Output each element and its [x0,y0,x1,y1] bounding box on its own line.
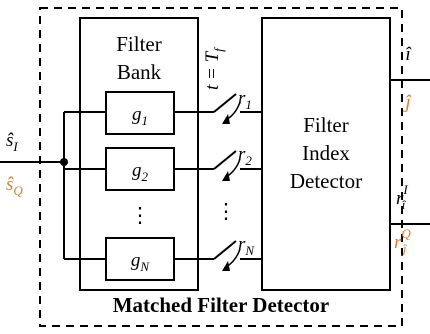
sample-time-label: t = Tf [202,46,226,90]
switch-2 [213,150,241,181]
filter-g2-label: g2 [132,160,149,184]
r1-label: r1 [238,88,252,112]
filter-ellipsis: ⋮ [130,203,151,227]
filter-index-detector-box [261,17,391,291]
output-i-hat: î [405,44,412,65]
switch-ellipsis: ⋮ [216,199,237,223]
switch-N [213,240,241,271]
detector-label-line3: Detector [290,169,362,193]
filter-gN-label: gN [131,250,151,274]
switch-1 [213,93,241,124]
detector-label-line1: Filter [303,113,349,137]
filter-bank-box [79,17,199,291]
input-s-i-label: ŝI [6,130,18,154]
filter-bank-label-line2: Bank [117,60,162,84]
output-j-hat: ĵ [402,92,412,113]
diagram-title: Matched Filter Detector [113,293,330,317]
detector-label-line2: Index [302,141,350,165]
rN-label: rN [238,234,255,258]
matched-filter-detector-boundary [39,7,403,327]
input-s-q-label: ŝQ [6,174,23,198]
r2-label: r2 [238,144,252,168]
filter-bank-label-line1: Filter [116,32,162,56]
filter-g1-label: g1 [132,104,148,128]
